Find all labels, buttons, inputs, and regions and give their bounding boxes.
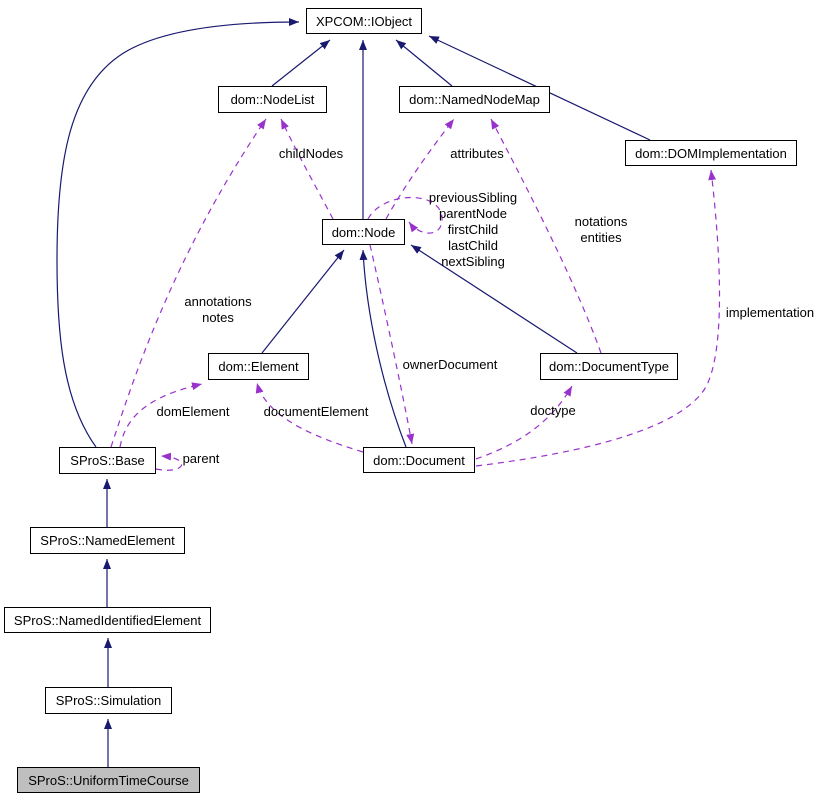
node-spros-base[interactable]: SProS::Base xyxy=(59,447,156,474)
edge-label-line: previousSibling xyxy=(428,190,518,205)
usage-edge-dom-node--dom-node xyxy=(367,197,443,234)
node-spros-namedelement[interactable]: SProS::NamedElement xyxy=(30,527,185,554)
usage-edge-spros-base--dom-element xyxy=(119,382,203,448)
edge-label-line: ownerDocument xyxy=(402,357,498,372)
usage-edge-dom-document--dom-documenttype xyxy=(475,385,573,460)
edge-label-line: firstChild xyxy=(447,222,499,237)
edge-label-line: notations xyxy=(574,214,628,229)
edge-label-line: parent xyxy=(182,451,220,466)
inheritance-edge-spros-base--xpcom-iobject xyxy=(56,18,300,448)
edge-label-line: domElement xyxy=(156,404,230,419)
node-dom-nodelist[interactable]: dom::NodeList xyxy=(218,86,327,113)
edge-label-line: attributes xyxy=(450,146,504,161)
usage-edge-dom-node--dom-document xyxy=(369,244,415,445)
edge-label-line: parentNode xyxy=(439,206,507,221)
edge-label: domElement xyxy=(157,404,230,420)
inheritance-edge-dom-namednodemap--xpcom-iobject xyxy=(395,39,453,87)
usage-edge-spros-base--spros-base xyxy=(155,452,183,471)
usage-edge-dom-node--dom-namednodemap xyxy=(385,118,455,220)
edge-label-line: doctype xyxy=(530,403,576,418)
edge-label-line: nextSibling xyxy=(441,254,505,269)
edge-label: documentElement xyxy=(264,404,369,420)
edge-label-line: lastChild xyxy=(448,238,498,253)
edge-label-line: implementation xyxy=(725,305,815,320)
usage-edge-dom-documenttype--dom-namednodemap xyxy=(490,118,602,354)
node-dom-element[interactable]: dom::Element xyxy=(208,353,309,380)
node-spros-uniformtimecourse: SProS::UniformTimeCourse xyxy=(17,767,200,793)
edge-group xyxy=(56,18,721,767)
edge-label: ownerDocument xyxy=(403,357,498,373)
edge-label-line: childNodes xyxy=(278,146,344,161)
node-dom-namednodemap[interactable]: dom::NamedNodeMap xyxy=(399,86,550,113)
edge-label-line: entities xyxy=(580,230,622,245)
node-spros-simulation[interactable]: SProS::Simulation xyxy=(45,687,172,714)
edge-label-line: annotations xyxy=(184,294,252,309)
usage-edge-dom-document--dom-domimplementation xyxy=(475,169,721,467)
edge-label: attributes xyxy=(450,146,503,162)
node-dom-documenttype[interactable]: dom::DocumentType xyxy=(540,353,678,380)
edge-label: implementation xyxy=(726,305,814,321)
edge-label: doctype xyxy=(530,403,576,419)
inheritance-edge-dom-element--dom-node xyxy=(261,249,345,354)
inheritance-edge-dom-documenttype--dom-node xyxy=(410,244,578,354)
edge-label-line: documentElement xyxy=(263,404,369,419)
usage-edge-spros-base--dom-nodelist xyxy=(110,118,267,448)
inheritance-edge-dom-nodelist--xpcom-iobject xyxy=(271,39,331,87)
edge-label: childNodes xyxy=(279,146,343,162)
node-spros-namedidentifiedelement[interactable]: SProS::NamedIdentifiedElement xyxy=(4,607,211,633)
node-xpcom-iobject[interactable]: XPCOM::IObject xyxy=(306,8,422,34)
inheritance-edge-dom-document--dom-node xyxy=(359,249,407,448)
node-dom-document[interactable]: dom::Document xyxy=(363,447,475,473)
node-dom-domimplementation[interactable]: dom::DOMImplementation xyxy=(625,140,797,166)
edge-label-line: notes xyxy=(202,310,234,325)
usage-edge-dom-node--dom-nodelist xyxy=(280,118,334,220)
node-dom-node[interactable]: dom::Node xyxy=(322,219,405,245)
edge-label: parent xyxy=(183,451,220,467)
